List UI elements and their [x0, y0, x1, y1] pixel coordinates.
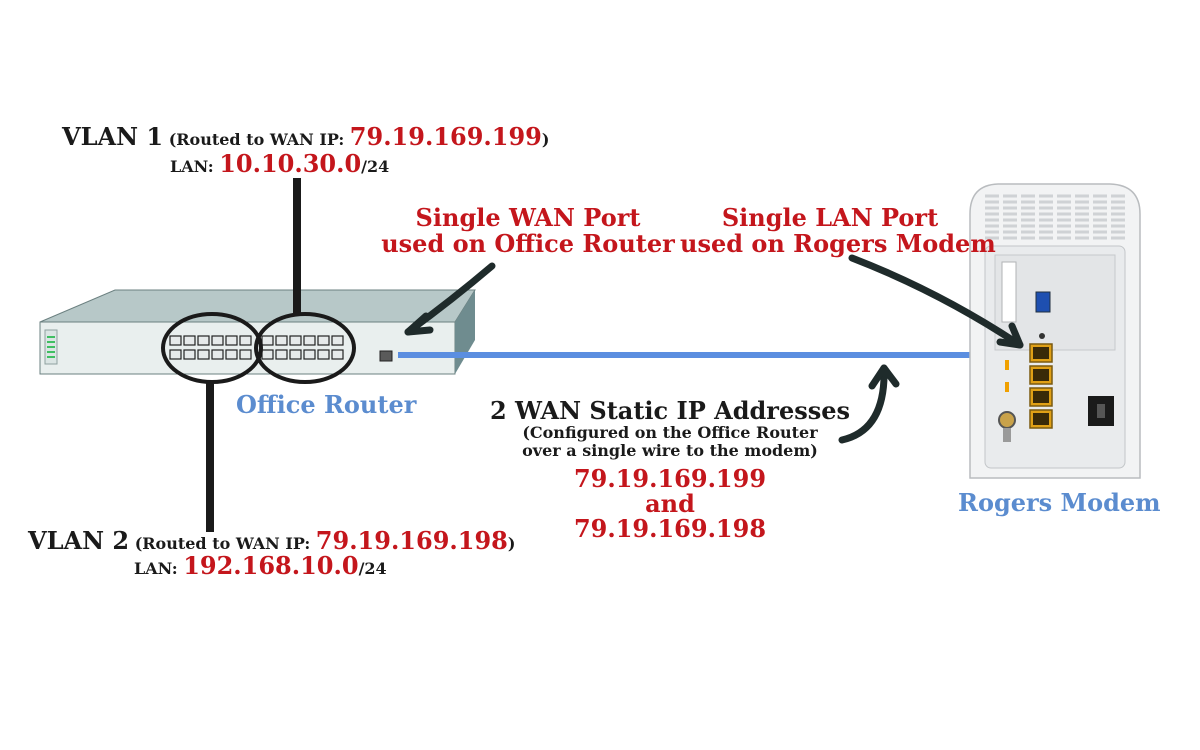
- vlan1-label: VLAN 1 (Routed to WAN IP: 79.19.169.199): [62, 122, 550, 151]
- static-ip-1: 79.19.169.199: [573, 464, 767, 493]
- switch-port: [261, 335, 274, 346]
- switch-port: [239, 349, 252, 360]
- static-ip-line1: (Configured on the Office Router: [522, 423, 818, 443]
- lan-port-arrow: [848, 254, 1024, 349]
- switch-port: [169, 335, 182, 346]
- lan-port-note: Single LAN Port used on Rogers Modem: [680, 203, 996, 259]
- switch-port-grid: [169, 335, 344, 360]
- vlan2-lan-label: LAN: 192.168.10.0/24: [134, 551, 387, 580]
- switch-port: [239, 335, 252, 346]
- switch-port: [183, 349, 196, 360]
- switch-port: [225, 335, 238, 346]
- switch-port: [225, 349, 238, 360]
- vlan2-wan-ip: 79.19.169.198: [315, 526, 508, 555]
- switch-port: [211, 335, 224, 346]
- vlan2-name: VLAN 2: [28, 526, 130, 555]
- office-router-label: Office Router: [236, 390, 417, 419]
- switch-port: [317, 349, 330, 360]
- vlan1-lan-mask: /24: [361, 157, 390, 176]
- static-ip-list: 79.19.169.199 and 79.19.169.198: [520, 466, 820, 542]
- vlan1-port-ring: [254, 312, 356, 384]
- wan-port-note: Single WAN Port used on Office Router: [378, 203, 678, 259]
- switch-port: [275, 335, 288, 346]
- vlan2-label: VLAN 2 (Routed to WAN IP: 79.19.169.198): [28, 526, 516, 555]
- switch-port: [303, 349, 316, 360]
- static-ip-title: 2 WAN Static IP Addresses: [489, 396, 851, 425]
- switch-port: [275, 349, 288, 360]
- wan-port-note-line2: used on Office Router: [381, 229, 675, 259]
- lan-port-note-line2: used on Rogers Modem: [680, 229, 996, 259]
- vlan1-name: VLAN 1: [62, 122, 164, 151]
- office-router-device: [39, 289, 476, 375]
- vlan2-lan-mask: /24: [358, 559, 387, 578]
- vlan1-lan-label: LAN: 10.10.30.0/24: [170, 149, 390, 178]
- vlan2-lan-net: 192.168.10.0: [183, 551, 359, 580]
- switch-port: [317, 335, 330, 346]
- wan-port-note-line1: Single WAN Port: [415, 203, 641, 232]
- switch-port: [183, 335, 196, 346]
- switch-port: [211, 349, 224, 360]
- vlan1-lan-net: 10.10.30.0: [219, 149, 362, 178]
- static-ip-line2: over a single wire to the modem): [522, 440, 818, 460]
- switch-port: [169, 349, 182, 360]
- wan-port: [379, 350, 393, 362]
- static-ip-arrow: [838, 364, 888, 444]
- vlan2-routed-suffix: ): [507, 534, 516, 553]
- vlan1-routed-prefix: (Routed to WAN IP:: [168, 130, 350, 149]
- rogers-modem-label: Rogers Modem: [958, 488, 1161, 517]
- vlan1-lan-prefix: LAN:: [170, 157, 220, 176]
- switch-port: [303, 335, 316, 346]
- arrows: [404, 254, 1024, 444]
- vlan1-wan-ip: 79.19.169.199: [349, 122, 542, 151]
- static-ip-2: 79.19.169.198: [573, 514, 767, 544]
- switch-port: [331, 335, 344, 346]
- switch-port: [289, 335, 302, 346]
- static-ip-note: 2 WAN Static IP Addresses (Configured on…: [470, 396, 870, 460]
- static-ip-and: and: [645, 489, 695, 519]
- vlan2-lan-prefix: LAN:: [134, 559, 184, 578]
- switch-port: [289, 349, 302, 360]
- vlan1-routed-suffix: ): [541, 130, 550, 149]
- switch-port: [331, 349, 344, 360]
- switch-port: [197, 335, 210, 346]
- switch-port: [261, 349, 274, 360]
- switch-port: [197, 349, 210, 360]
- lan-port-note-line1: Single LAN Port: [721, 203, 939, 232]
- vlan2-routed-prefix: (Routed to WAN IP:: [134, 534, 316, 553]
